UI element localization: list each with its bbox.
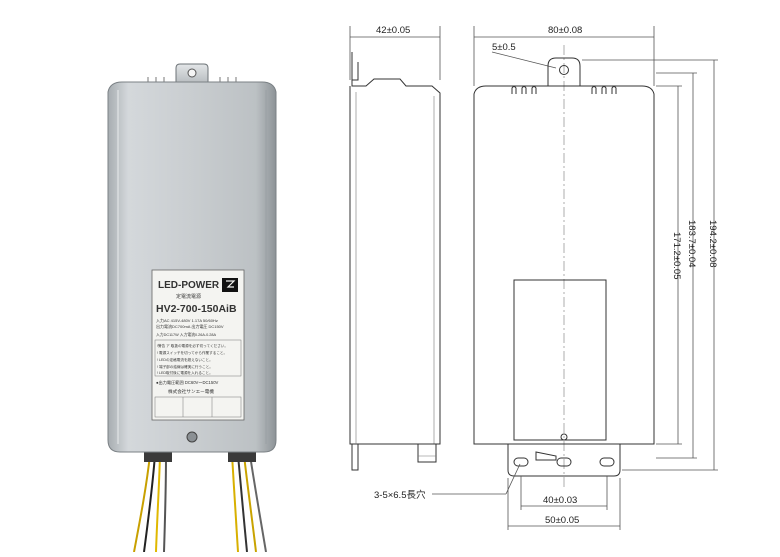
label-output-range: ●出力電圧範囲 DC60V〜DC150V (156, 379, 219, 386)
front-view: 80±0.08 5±0.5 (374, 25, 718, 530)
dim-tab-offset: 5±0.5 (492, 42, 516, 53)
label-maker: 株式会社サンエー電機 (168, 388, 214, 395)
dim-body-height-1: 183.7±0.04 (686, 220, 697, 267)
label-warning-5: ! LED取付後に電源を入れること。 (157, 370, 213, 375)
dim-front-width: 80±0.08 (548, 25, 582, 36)
dim-side-width: 42±0.05 (376, 25, 410, 36)
screw-hole-bottom (186, 431, 198, 443)
side-view: 42±0.05 (349, 25, 441, 471)
label-brand: LED-POWER (158, 280, 220, 291)
dim-slot-label: 3-5×6.5長穴 (374, 489, 426, 501)
label-subtitle: 定電流電源 (176, 293, 201, 300)
label-warning-1: !警告 ア 取扱の電源を必ず切ってください。 (157, 343, 228, 348)
product-label: LED-POWER 定電流電源 HV2-700-150AiB 入力AC 415V… (151, 269, 245, 421)
dim-body-height-2: 171.2±0.05 (671, 232, 682, 279)
label-warning-4: ! 端子部の結線は確実に行うこと。 (157, 364, 213, 369)
label-spec-1: 入力AC 415V-480V 1.17A 50/60Hz (156, 317, 218, 323)
product-photo: LED-POWER 定電流電源 HV2-700-150AiB 入力AC 415V… (107, 63, 277, 553)
label-spec-3: 入力DC117W 入力電流0.26A-0.28A (156, 332, 217, 337)
dim-hole-pitch: 40±0.03 (543, 495, 577, 506)
label-spec-2: 出力電流DC700mA 出力電圧 DC150V (156, 323, 224, 329)
label-warning-2: ! 電源スイッチを切ってから作業すること。 (157, 350, 227, 355)
label-warning-3: ! LEDの定格電流を超えないこと。 (157, 357, 213, 362)
label-model: HV2-700-150AiB (156, 303, 237, 315)
dim-base-width: 50±0.05 (545, 515, 579, 526)
dim-total-height: 194.2±0.08 (707, 220, 718, 267)
output-wires (133, 448, 267, 553)
